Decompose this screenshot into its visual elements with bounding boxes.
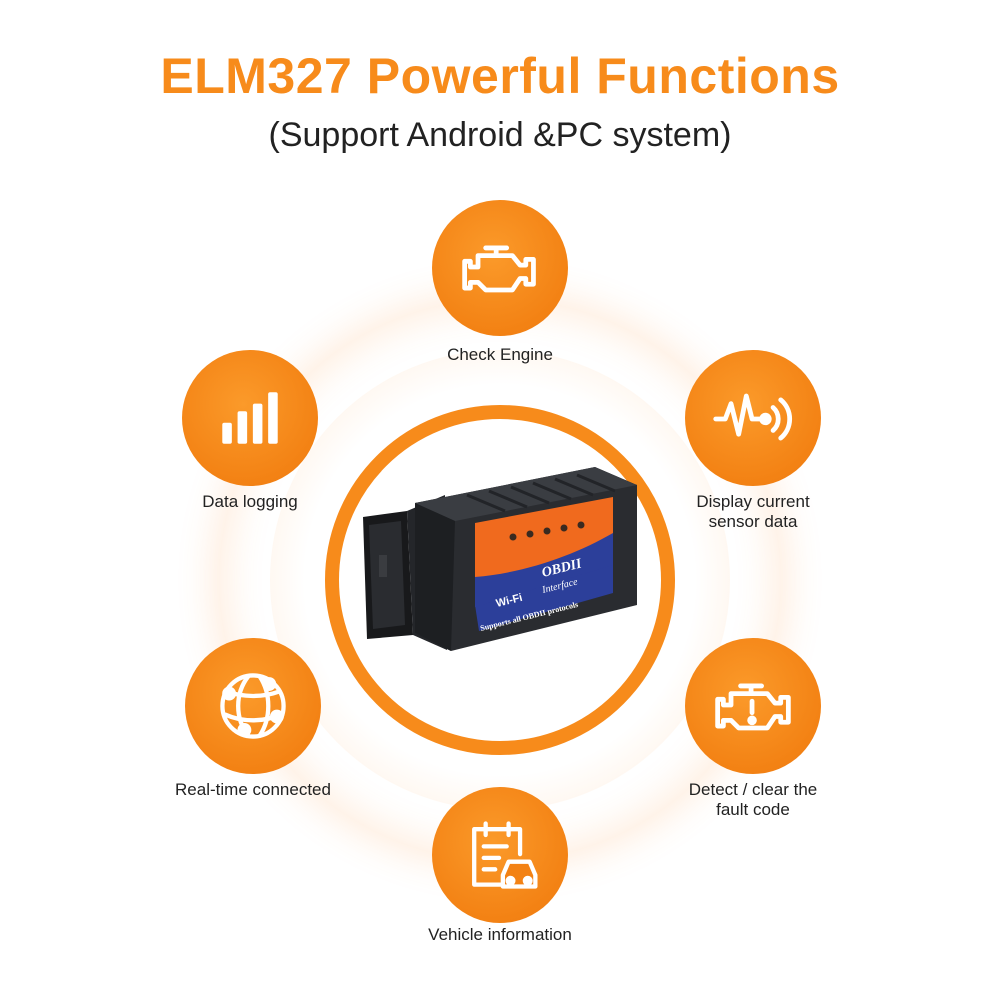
feature-label: Data logging: [202, 492, 298, 511]
feature-label: Check Engine: [447, 345, 553, 364]
sensor-wave-icon: [685, 350, 821, 486]
feature-label: Vehicle information: [428, 925, 572, 944]
feature-label-line: Detect / clear the: [688, 780, 818, 799]
feature-label-multi: Detect / clear the fault code: [623, 780, 883, 820]
feature-label-line: Display current: [696, 492, 810, 511]
engine-icon: [432, 200, 568, 336]
vehicle-clipboard-icon: [432, 787, 568, 923]
page-subtitle: (Support Android &PC system): [268, 116, 732, 154]
bar-chart-icon: [182, 350, 318, 486]
globe-network-icon: [185, 638, 321, 774]
feature-label: Real-time connected: [175, 780, 331, 799]
feature-label-line: sensor data: [708, 512, 798, 531]
obd-adapter-image: OBDII Interface Wi-Fi Supports all OBDII…: [363, 467, 637, 651]
feature-label-line: fault code: [716, 800, 790, 819]
engine-warning-icon: [685, 638, 821, 774]
page-title: ELM327 Powerful Functions: [160, 48, 840, 104]
feature-label-multi: Display current sensor data: [623, 492, 883, 532]
